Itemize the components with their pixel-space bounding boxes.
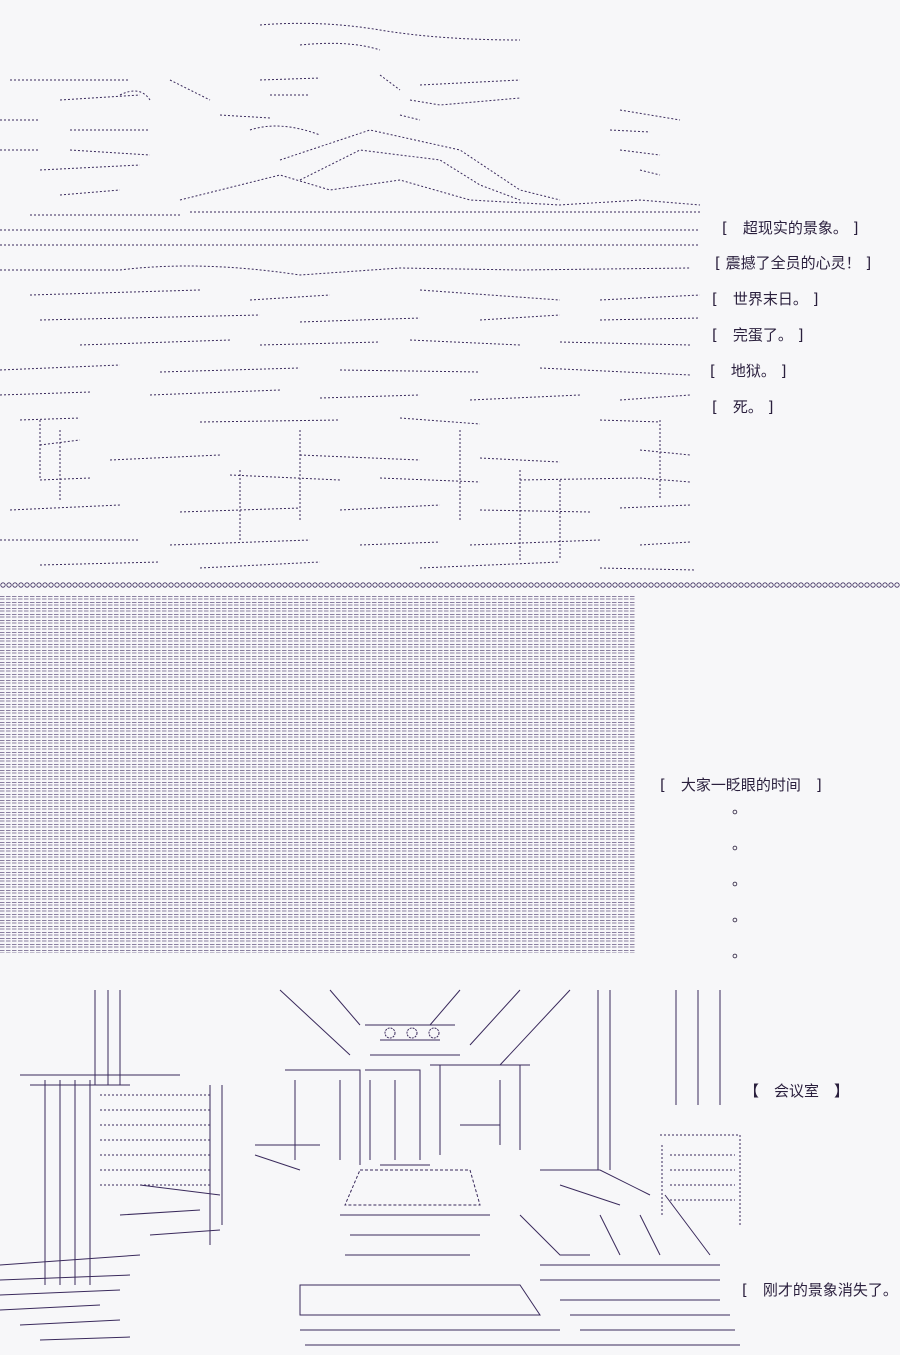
apocalypse-art-drawing — [0, 22, 701, 571]
circle-divider — [0, 580, 900, 590]
caption-meeting-room: 【 会议室 】 — [744, 1082, 850, 1100]
caption-surreal-scene: [ 超现实的景象。 ] — [722, 219, 859, 237]
caption-end-of-world: [ 世界末日。 ] — [712, 290, 819, 308]
ellipsis-dot-2: 。 — [732, 835, 748, 853]
caption-its-over: [ 完蛋了。 ] — [712, 326, 804, 344]
ellipsis-dot-3: 。 — [732, 871, 748, 889]
caption-shocked-all: [ 震撼了全员的心灵！ ] — [715, 254, 872, 272]
scene-apocalypse-art — [0, 0, 710, 580]
ellipsis-dot-5: 。 — [732, 943, 748, 961]
caption-hell: [ 地狱。 ] — [710, 362, 787, 380]
caption-scene-vanished: [ 刚才的景象消失了。 ] — [742, 1281, 900, 1299]
scene-meeting-room-art — [0, 985, 745, 1355]
ellipsis-dot-1: 。 — [732, 799, 748, 817]
meeting-room-drawing — [0, 989, 741, 1346]
scene-blackout-lines — [0, 595, 640, 955]
caption-death: [ 死。 ] — [712, 398, 774, 416]
ellipsis-dot-4: 。 — [732, 907, 748, 925]
blackout-lines-drawing — [0, 595, 636, 953]
caption-blink-of-eye: [ 大家一眨眼的时间 ] — [660, 776, 822, 794]
